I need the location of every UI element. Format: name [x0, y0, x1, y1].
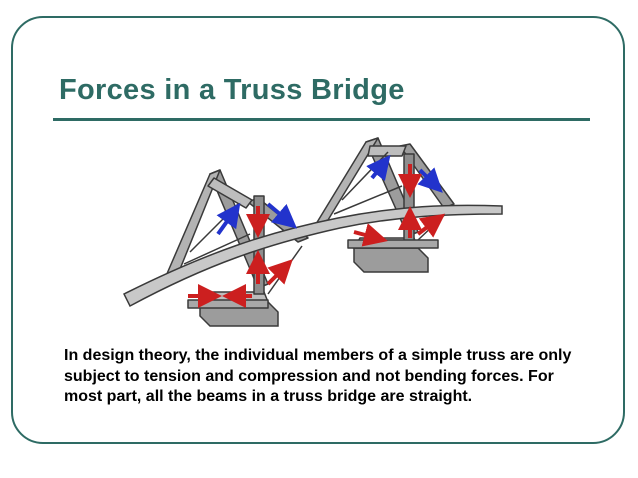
compression-arrows — [188, 164, 446, 308]
truss-bridge-illustration — [122, 137, 503, 327]
slide-body-text: In design theory, the individual members… — [64, 347, 572, 405]
slide-title: Forces in a Truss Bridge — [59, 74, 405, 106]
truss-tower-right — [315, 137, 455, 249]
tension-arrows — [216, 154, 443, 236]
title-divider — [53, 118, 590, 121]
